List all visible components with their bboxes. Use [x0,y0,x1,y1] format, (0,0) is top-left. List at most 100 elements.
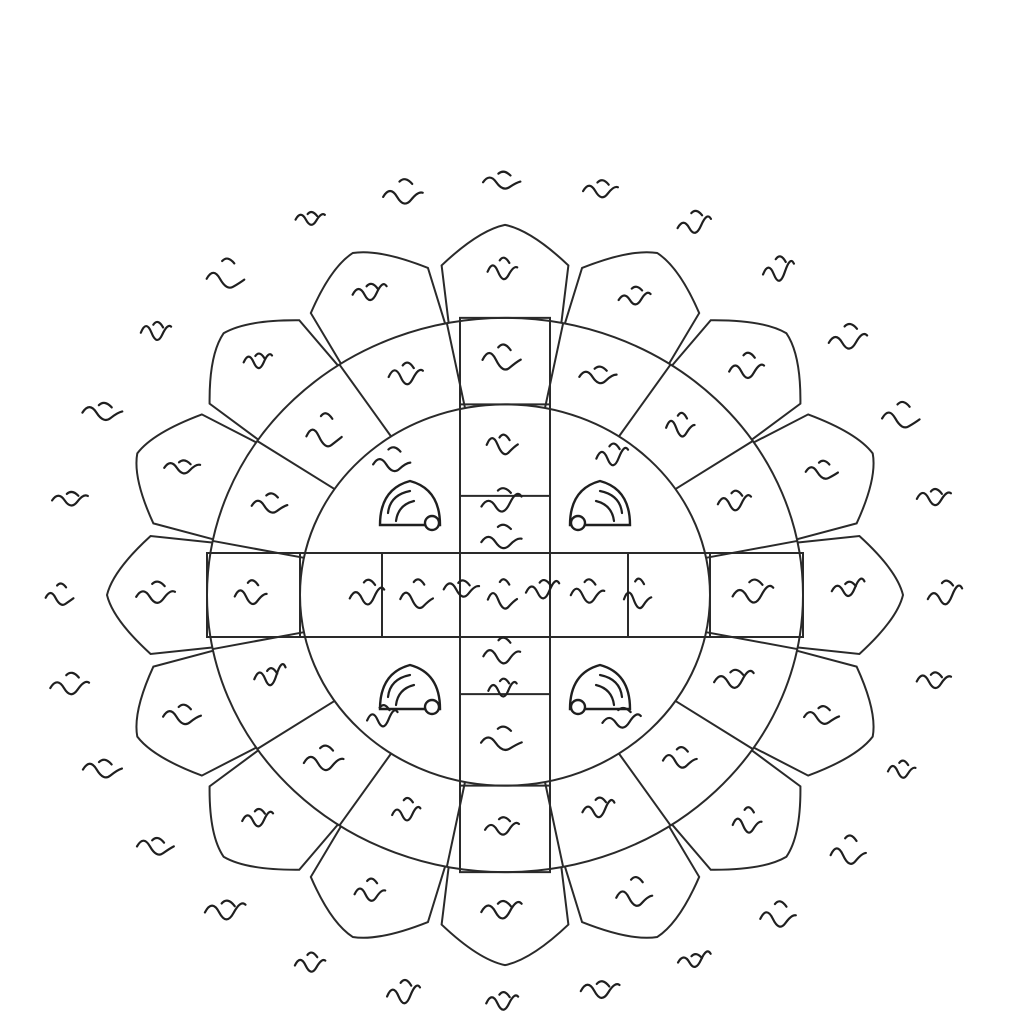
pile-top-left [378,479,442,532]
ring-divider [618,752,672,827]
cell-glyph [485,433,519,456]
pile-bottom-right [568,663,632,716]
outer-ring [206,316,804,874]
ring-divider [338,752,392,827]
ring-glyph [250,492,289,514]
cell-glyph [622,577,653,610]
script-glyphs [44,170,964,1011]
ring-divider [256,440,336,490]
cell-glyph [480,523,523,550]
pile-top-right [568,479,632,532]
ring-divider [705,539,798,559]
outer-glyph [294,210,326,226]
ring-divider [705,631,798,651]
lotus-petal [208,319,345,446]
arc-glyph [595,442,630,467]
ring-glyph [578,365,618,385]
outer-glyph [761,255,796,282]
outer-glyph [829,834,867,865]
ring-glyph [253,663,287,687]
arc-glyph [366,704,399,728]
ring-divider [212,539,305,559]
ring-glyph [483,816,521,836]
lotus-petal [440,858,570,967]
lotus-petal [105,534,222,656]
petal-glyph [351,282,388,302]
ring-glyph [665,411,696,438]
cell-glyph [442,579,481,598]
petal-glyph [241,807,275,828]
ring-divider [445,322,466,409]
petal-glyph [731,806,763,834]
petal-glyph [242,352,274,370]
petal-glyph [163,459,202,475]
outer-glyph [915,671,953,690]
cell-glyph [524,579,561,600]
ring-glyph [302,744,345,772]
lotus-petal [665,744,802,871]
ring-glyph [661,746,698,769]
petal-glyph [728,351,766,380]
ring-divider [212,631,305,651]
outer-glyph [676,209,713,234]
petal-glyph [353,877,387,902]
ring-glyph [581,796,616,819]
petal-glyph [803,705,841,725]
outer-glyph [759,900,797,928]
concentric-rings [206,316,804,874]
outer-glyph [385,978,422,1005]
petal-glyph [135,580,177,604]
outer-glyph [827,322,869,350]
petal-glyph [830,577,866,597]
cell-glyph [348,578,386,606]
outer-glyph [139,320,173,342]
lotus-petal [665,319,802,446]
petal-glyph [804,459,840,480]
outer-glyph [581,179,620,199]
merit-piles [378,479,632,716]
outer-glyph [81,401,124,422]
outer-glyph [205,257,246,289]
petal-glyph [480,899,523,920]
outer-glyph [481,170,522,190]
cell-glyph [569,578,606,604]
ring-glyph [712,668,755,689]
outer-glyph [676,950,712,968]
center-glyph [486,578,519,610]
ring-divider [256,700,336,750]
lotus-petal [208,744,345,871]
outer-glyph [485,991,520,1011]
outer-glyph [382,178,424,205]
arc-glyph [372,446,412,473]
outer-glyph [881,400,921,429]
outer-glyph [49,671,91,696]
petal-glyph [161,703,203,726]
cell-glyph [399,578,435,610]
outer-glyph [293,951,327,973]
ring-divider [544,322,565,409]
outer-glyph [886,759,917,779]
ring-divider [618,363,672,438]
petal-glyph [615,875,654,907]
pile-bottom-left [378,663,442,716]
cell-glyph [480,487,523,513]
lotus-petal [440,223,570,332]
ring-divider [674,440,754,490]
outer-glyph [579,980,621,999]
cell-glyph [482,636,522,665]
outer-glyph [203,899,247,921]
ring-divider [674,700,754,750]
cell-glyph [487,677,518,698]
ring-glyph [305,412,343,448]
outer-glyph [926,579,964,606]
outer-glyph [50,490,89,507]
ring-divider [445,781,466,868]
ring-divider [338,363,392,438]
ring-glyph [233,579,268,606]
outer-glyph [81,758,124,779]
arc-glyph [601,706,642,729]
ring-divider [544,781,565,868]
outer-glyph [915,487,953,507]
ring-glyph [716,489,753,512]
petal-glyph [486,256,519,281]
